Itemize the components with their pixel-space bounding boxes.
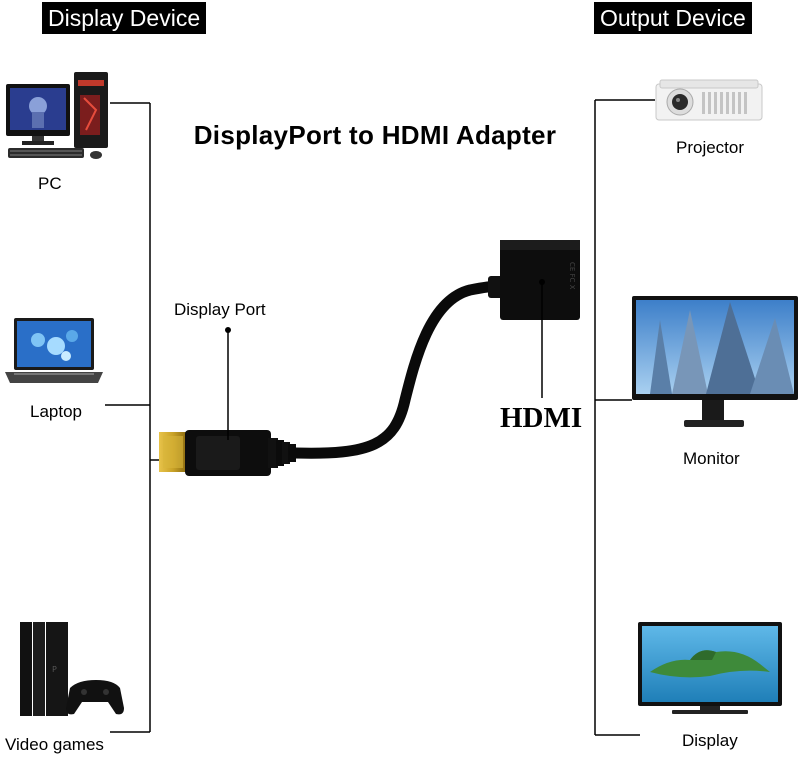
diagram-title: DisplayPort to HDMI Adapter: [193, 120, 557, 150]
game-console-icon: P: [20, 622, 124, 716]
hdmi-housing: CE FC X: [488, 240, 580, 320]
display-label: Display: [682, 731, 738, 750]
monitor-icon: [632, 296, 798, 427]
pc-label: PC: [38, 174, 62, 193]
desktop-pc-icon: [6, 72, 108, 159]
monitor-label: Monitor: [683, 449, 740, 468]
displayport-label: Display Port: [174, 300, 266, 319]
left-bracket: [105, 102, 162, 733]
hdmi-pointer: [539, 279, 545, 398]
projector-icon: [655, 79, 763, 121]
svg-text:P: P: [52, 665, 57, 674]
hdmi-label: HDMI: [500, 402, 583, 434]
adapter-cable: [289, 280, 506, 459]
video-games-label: Video games: [5, 735, 104, 754]
output-device-header: Output Device: [594, 2, 752, 34]
right-bracket: [594, 99, 655, 736]
displayport-plug: [159, 430, 296, 476]
svg-text:CE FC X: CE FC X: [568, 262, 576, 290]
displayport-pointer: [225, 327, 231, 440]
tv-display-icon: [638, 622, 782, 714]
display-device-header: Display Device: [42, 2, 207, 34]
laptop-label: Laptop: [30, 402, 82, 421]
laptop-icon: [5, 318, 103, 383]
projector-label: Projector: [676, 138, 745, 157]
